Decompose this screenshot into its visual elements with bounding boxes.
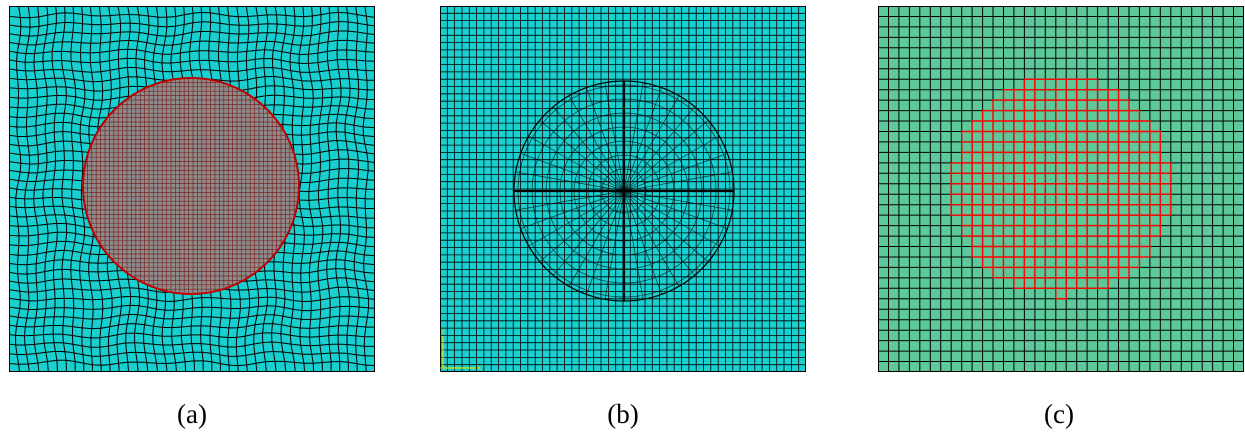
inclusion-fill (83, 78, 299, 294)
voxel-mesh-with-inclusion (878, 6, 1244, 372)
inclusion-boundary (82, 77, 300, 295)
inclusion-mesh (83, 78, 299, 294)
mesh-panel-a (9, 6, 375, 372)
caption-c: (c) (1044, 399, 1074, 429)
domain-border (878, 6, 1244, 372)
axis-triad: Y Z X (440, 329, 481, 372)
domain-background (878, 6, 1244, 372)
mesh-panel-b: Y Z X (440, 6, 806, 372)
triad-label-y: Y (440, 329, 445, 336)
quadrant-dividers (514, 81, 734, 301)
mesh-panel-c (878, 6, 1244, 372)
triad-label-x: X (477, 365, 481, 372)
inclusion-voxels (950, 78, 1172, 300)
structured-mesh-with-circular-region: Y Z X (440, 6, 806, 372)
domain-border (9, 6, 375, 372)
unstructured-mesh-with-inclusion (9, 6, 375, 372)
caption-b: (b) (607, 399, 639, 429)
triad-label-z: Z (440, 367, 441, 372)
caption-a: (a) (177, 399, 207, 429)
domain-border (440, 6, 806, 372)
